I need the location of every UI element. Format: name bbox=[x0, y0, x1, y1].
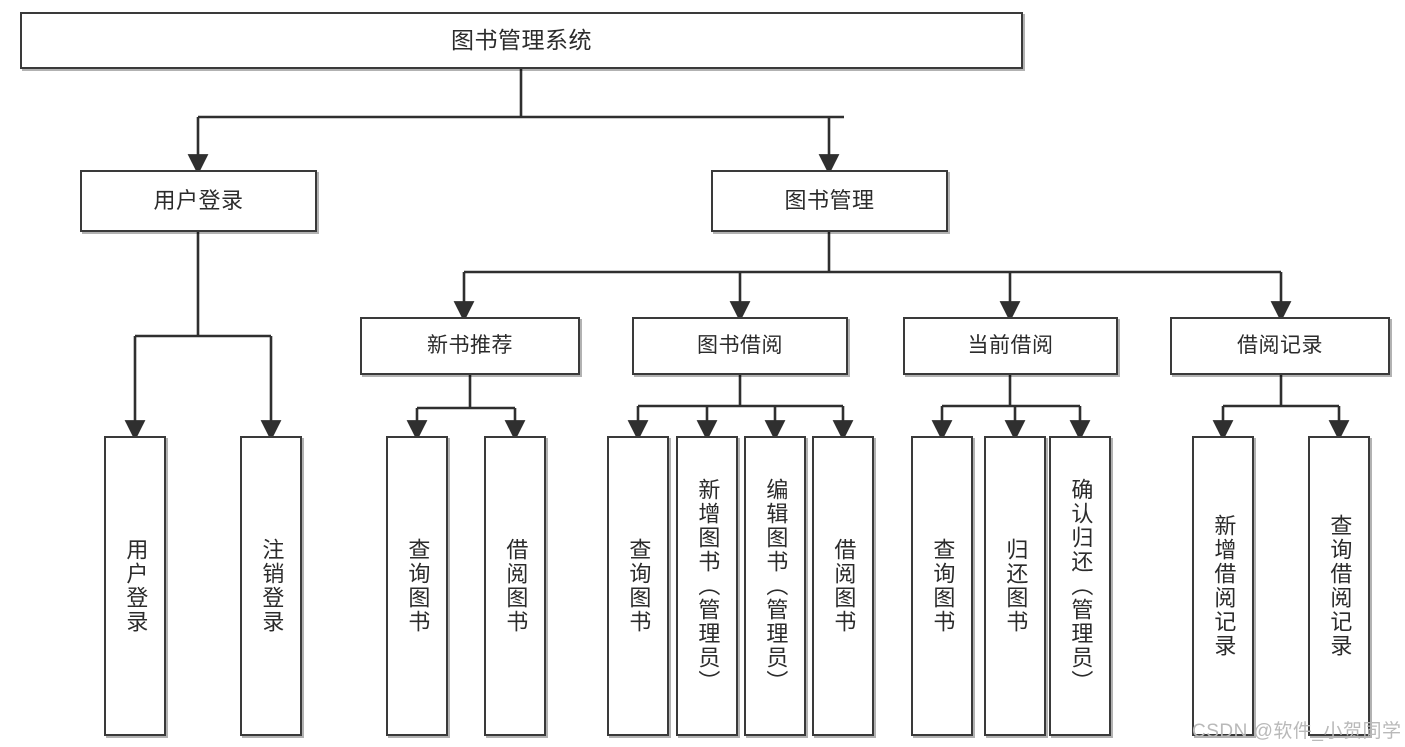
leaf-confirm-return-admin[interactable]: 确认归还（管理员） bbox=[1049, 436, 1111, 736]
node-book-management-label: 图书管理 bbox=[784, 188, 875, 214]
node-user-login[interactable]: 用户登录 bbox=[80, 170, 317, 232]
node-user-login-label: 用户登录 bbox=[153, 188, 244, 214]
leaf-return-book[interactable]: 归还图书 bbox=[984, 436, 1046, 736]
leaf-query-book-label: 查询图书 bbox=[626, 538, 652, 634]
csdn-watermark: CSDN @软件_小贺同学 bbox=[1192, 721, 1402, 742]
node-borrow-records[interactable]: 借阅记录 bbox=[1170, 317, 1390, 375]
leaf-add-book-admin[interactable]: 新增图书（管理员） bbox=[676, 436, 738, 736]
node-current-borrow-label: 当前借阅 bbox=[967, 333, 1054, 357]
leaf-borrow-book-label: 借阅图书 bbox=[831, 538, 857, 634]
leaf-logout-label: 注销登录 bbox=[259, 538, 285, 634]
leaf-add-book-admin-label: 新增图书（管理员） bbox=[695, 478, 721, 694]
leaf-edit-book-admin-label: 编辑图书（管理员） bbox=[763, 478, 789, 694]
leaf-user-login[interactable]: 用户登录 bbox=[104, 436, 166, 736]
leaf-add-borrow-record-label: 新增借阅记录 bbox=[1211, 514, 1237, 658]
leaf-borrow-book-new-label: 借阅图书 bbox=[503, 538, 529, 634]
leaf-query-book-new-label: 查询图书 bbox=[405, 538, 431, 634]
leaf-borrow-book[interactable]: 借阅图书 bbox=[812, 436, 874, 736]
node-root[interactable]: 图书管理系统 bbox=[20, 12, 1023, 69]
node-root-label: 图书管理系统 bbox=[451, 26, 592, 53]
node-current-borrow[interactable]: 当前借阅 bbox=[903, 317, 1118, 375]
leaf-query-borrow-record-label: 查询借阅记录 bbox=[1327, 514, 1353, 658]
leaf-confirm-return-admin-label: 确认归还（管理员） bbox=[1068, 478, 1094, 694]
leaf-query-book[interactable]: 查询图书 bbox=[607, 436, 669, 736]
leaf-query-borrow-record[interactable]: 查询借阅记录 bbox=[1308, 436, 1370, 736]
leaf-query-book-current-label: 查询图书 bbox=[930, 538, 956, 634]
leaf-borrow-book-new[interactable]: 借阅图书 bbox=[484, 436, 546, 736]
leaf-add-borrow-record[interactable]: 新增借阅记录 bbox=[1192, 436, 1254, 736]
node-borrow-records-label: 借阅记录 bbox=[1237, 333, 1323, 357]
node-new-book-recommend[interactable]: 新书推荐 bbox=[360, 317, 580, 375]
leaf-query-book-current[interactable]: 查询图书 bbox=[911, 436, 973, 736]
node-book-management[interactable]: 图书管理 bbox=[711, 170, 948, 232]
leaf-query-book-new[interactable]: 查询图书 bbox=[386, 436, 448, 736]
node-book-borrow-label: 图书借阅 bbox=[697, 333, 783, 357]
node-new-book-recommend-label: 新书推荐 bbox=[427, 333, 513, 357]
leaf-edit-book-admin[interactable]: 编辑图书（管理员） bbox=[744, 436, 806, 736]
node-book-borrow[interactable]: 图书借阅 bbox=[632, 317, 848, 375]
leaf-return-book-label: 归还图书 bbox=[1003, 538, 1029, 634]
leaf-user-login-label: 用户登录 bbox=[123, 538, 149, 634]
leaf-logout[interactable]: 注销登录 bbox=[240, 436, 302, 736]
